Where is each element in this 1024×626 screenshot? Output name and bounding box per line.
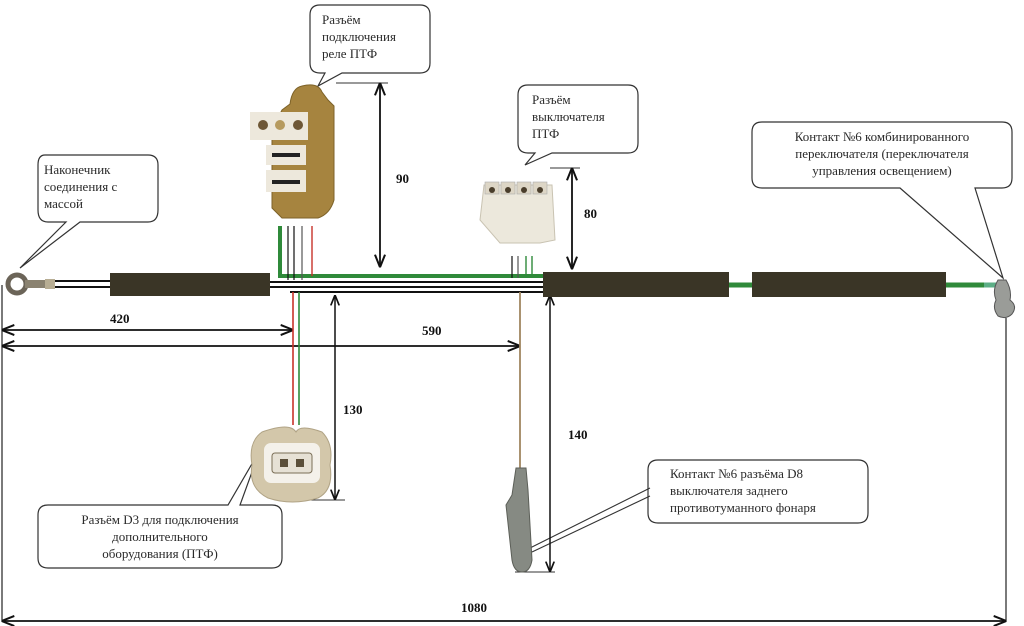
callout-line: дополнительного (112, 529, 208, 544)
ground-ring-terminal-icon (5, 272, 55, 296)
callout-bubble-combo-switch-contact (751, 121, 1013, 280)
callout-line: Наконечник (44, 162, 111, 177)
callout-line: Разъём D3 для подключения (81, 512, 239, 527)
callout-line: переключателя (переключателя (795, 146, 969, 161)
dimension-label-140: 140 (568, 427, 588, 442)
callout-line: противотуманного фонаря (670, 500, 816, 515)
callout-relay-connector: Разъём подключения реле ПТФ (322, 11, 396, 62)
callout-line: выключателя (532, 109, 605, 124)
callout-bubble-ground-terminal (19, 154, 159, 269)
callout-line: реле ПТФ (322, 46, 378, 61)
dimension-label-590: 590 (422, 323, 442, 338)
sheath-segment-1 (110, 273, 270, 296)
callout-d3-connector: Разъём D3 для подключения дополнительног… (38, 511, 282, 562)
callout-line: ПТФ (532, 126, 560, 141)
callout-ground-terminal: Наконечник соединения с массой (44, 161, 117, 212)
callout-d8-contact: Контакт №6 разъёма D8 выключателя заднег… (670, 465, 816, 516)
switch-connector-icon (479, 181, 556, 244)
callout-switch-connector: Разъём выключателя ПТФ (532, 91, 605, 142)
sheath-segment-3 (752, 272, 946, 297)
combo-switch-contact-icon (993, 279, 1016, 319)
sheath-segment-2 (543, 272, 729, 297)
relay-connector-icon (250, 84, 335, 219)
dimension-label-1080: 1080 (461, 600, 487, 615)
harness-sheaths (110, 272, 946, 297)
dimension-label-420: 420 (110, 311, 130, 326)
callout-bubble-switch-connector (517, 84, 639, 166)
callout-combo-switch-contact: Контакт №6 комбинированного переключател… (752, 128, 1012, 179)
callout-line: управления освещением) (812, 163, 952, 178)
callout-line: Контакт №6 комбинированного (794, 129, 970, 144)
callout-line: Контакт №6 разъёма D8 (670, 466, 804, 481)
callout-bubble-relay-connector (309, 4, 431, 88)
callout-line: массой (44, 196, 83, 211)
dimension-label-90: 90 (396, 171, 409, 186)
harness-wires (38, 226, 1000, 468)
callout-line: соединения с (44, 179, 118, 194)
d3-connector-icon (250, 426, 332, 503)
callout-line: Разъём (322, 12, 361, 27)
callout-line: оборудования (ПТФ) (102, 546, 218, 561)
dimension-label-80: 80 (584, 206, 597, 221)
d8-contact-terminal-icon (505, 467, 533, 573)
dimension-lines (1, 82, 1007, 622)
callout-bubble-d3-connector (37, 449, 283, 569)
callout-line: выключателя заднего (670, 483, 788, 498)
callout-line: подключения (322, 29, 396, 44)
dimension-label-130: 130 (343, 402, 363, 417)
callout-line: Разъём (532, 92, 571, 107)
